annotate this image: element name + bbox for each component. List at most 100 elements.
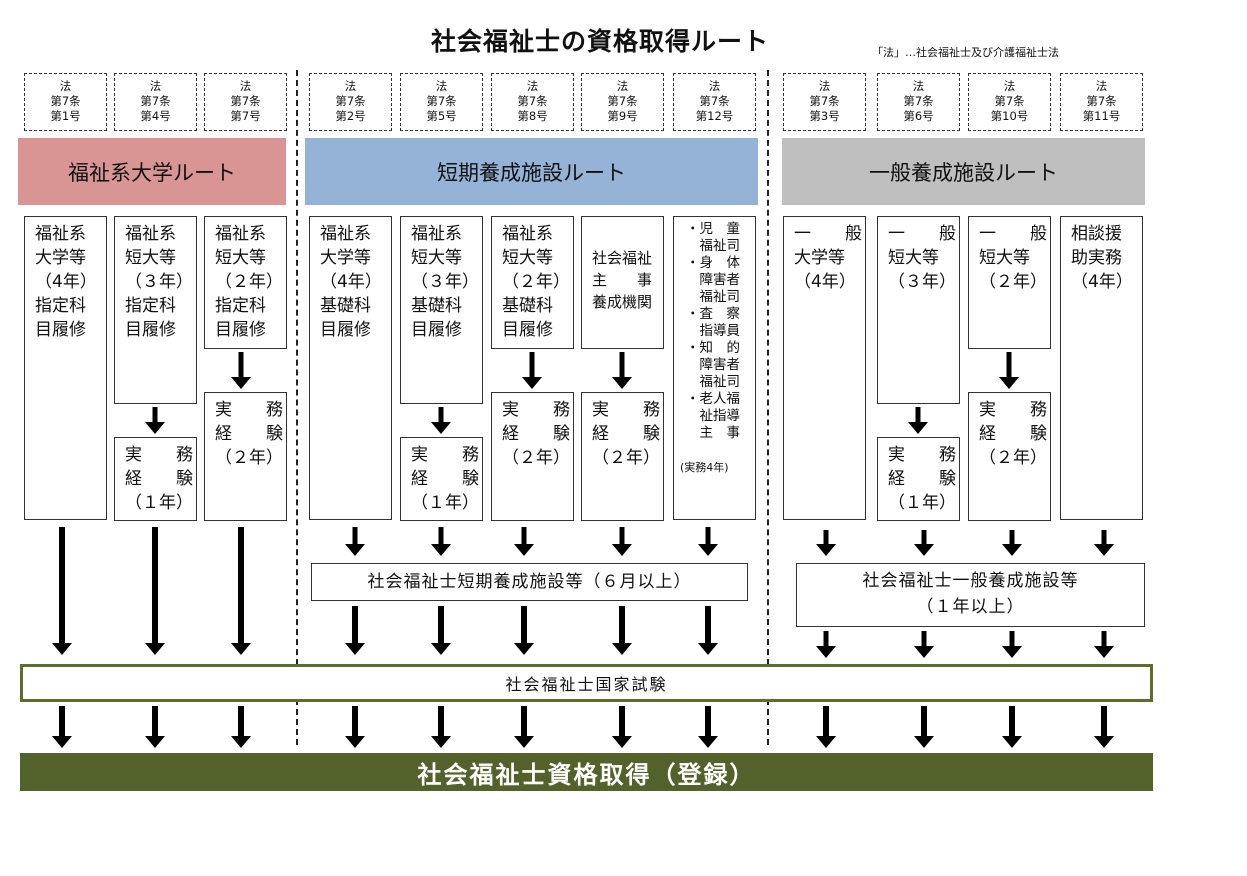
education-line: ・身 体	[686, 255, 740, 271]
education-line: 指定科	[35, 296, 86, 316]
education-line: 指定科	[215, 296, 266, 316]
page-title: 社会福祉士の資格取得ルート	[430, 27, 769, 56]
law-ref-line: 第11号	[1082, 109, 1121, 123]
law-ref-line: 第7条	[517, 94, 548, 108]
experience-line: 経 験	[502, 424, 570, 444]
down-arrow-icon	[612, 352, 632, 389]
education-line: 基礎科	[411, 296, 462, 316]
education-line: ・児 童	[686, 221, 740, 237]
law-ref-line: 法	[59, 79, 72, 93]
education-line: 祉指導	[686, 408, 740, 424]
law-ref-line: 法	[616, 79, 629, 93]
education-line: 一 般	[979, 224, 1047, 244]
education-line: 福祉系	[215, 224, 266, 244]
education-line: 短大等	[888, 248, 939, 268]
education-line: （２年）	[215, 272, 283, 292]
national-exam-label: 社会福祉士国家試験	[505, 675, 668, 694]
law-ref-line: 法	[1003, 79, 1016, 93]
education-line: 福祉系	[35, 224, 86, 244]
short-term-training-box: 社会福祉士短期養成施設等（６月以上）	[311, 563, 748, 601]
qualification-label: 社会福祉士資格取得（登録）	[417, 760, 756, 789]
law-ref-line: 第7条	[1086, 94, 1117, 108]
law-ref-box: 法第7条第4号	[114, 73, 197, 131]
law-ref-box: 法第7条第12号	[673, 73, 756, 131]
experience-line: （２年）	[592, 448, 660, 468]
route-header-short-term: 短期養成施設ルート	[305, 138, 758, 205]
law-ref-box: 法第7条第8号	[491, 73, 574, 131]
education-line: ・査 察	[686, 306, 740, 322]
education-line: 指導員	[686, 323, 740, 339]
education-line: 福祉系	[320, 224, 371, 244]
education-box: 福祉系大学等 （4年） 指定科目履修	[24, 216, 107, 520]
education-line: 大学等	[35, 248, 86, 268]
down-arrow-icon	[145, 527, 165, 655]
education-line: 基礎科	[320, 296, 371, 316]
education-line: 目履修	[35, 320, 86, 340]
down-arrow-icon	[345, 606, 365, 655]
education-line: 短大等	[215, 248, 266, 268]
education-box: 福祉系大学等（4年）基礎科目履修	[309, 216, 392, 520]
down-arrow-icon	[612, 706, 632, 748]
law-ref-line: 第7条	[903, 94, 934, 108]
law-ref-line: 第9号	[607, 109, 638, 123]
education-line: 短大等	[502, 248, 553, 268]
education-line: 一 般	[794, 224, 862, 244]
education-line: 相談援	[1071, 224, 1122, 244]
experience-box-2yr: 実 務経 験（２年）	[204, 392, 287, 521]
education-line: (実務4年)	[680, 461, 729, 474]
down-arrow-icon	[612, 606, 632, 655]
education-line: 短大等	[979, 248, 1030, 268]
down-arrow-icon	[698, 527, 718, 556]
education-line: 社会福祉	[592, 249, 653, 267]
down-arrow-icon	[431, 407, 451, 434]
education-line: 養成機関	[592, 293, 653, 311]
experience-line: （１年）	[888, 493, 956, 513]
education-line: 福祉系	[125, 224, 176, 244]
down-arrow-icon	[231, 706, 251, 748]
education-line: （4年）	[35, 272, 97, 292]
down-arrow-icon	[514, 706, 534, 748]
education-line: 福祉司	[686, 238, 740, 254]
general-training-label: 社会福祉士一般養成施設等	[862, 571, 1079, 591]
experience-box-1yr: 実 務経 験（１年）	[877, 437, 960, 521]
education-line: 目履修	[125, 320, 176, 340]
experience-line: 実 務	[411, 445, 479, 465]
education-line: 助実務	[1071, 248, 1122, 268]
education-line: 福祉系	[502, 224, 553, 244]
experience-line: 経 験	[215, 424, 283, 444]
law-ref-line: 第4号	[140, 109, 171, 123]
education-line: （4年）	[794, 272, 856, 292]
education-line: 基礎科	[502, 296, 553, 316]
down-arrow-icon	[816, 631, 836, 658]
down-arrow-icon	[914, 631, 934, 658]
education-line: 障害者	[686, 272, 740, 288]
education-line: （4年）	[1071, 272, 1133, 292]
route-separator	[767, 70, 769, 745]
experience-line: （１年）	[411, 493, 479, 513]
education-line: 指定科	[125, 296, 176, 316]
education-line: 福祉司	[686, 289, 740, 305]
law-ref-line: 第7条	[607, 94, 638, 108]
law-ref-line: 法	[708, 79, 721, 93]
down-arrow-icon	[231, 352, 251, 389]
law-ref-line: 第7条	[994, 94, 1025, 108]
law-ref-line: 第7条	[426, 94, 457, 108]
law-ref-line: 法	[239, 79, 252, 93]
education-line: 目履修	[215, 320, 266, 340]
experience-line: （２年）	[502, 448, 570, 468]
education-box: ・児 童 福祉司・身 体 障害者 福祉司・査 察 指導員・知 的 障害者 福祉司…	[673, 216, 756, 520]
education-line: ・知 的	[686, 340, 740, 356]
education-line: 福祉系	[411, 224, 462, 244]
experience-line: 実 務	[502, 400, 570, 420]
experience-line: 経 験	[979, 424, 1047, 444]
law-ref-line: 第7条	[230, 94, 261, 108]
law-ref-line: 第7条	[809, 94, 840, 108]
education-line: ・老人福	[686, 391, 740, 407]
education-box: 福祉系短大等（２年）基礎科目履修	[491, 216, 574, 349]
education-box: 相談援助実務 （4年）	[1060, 216, 1143, 520]
law-ref-line: 法	[149, 79, 162, 93]
education-line: （２年）	[502, 272, 570, 292]
down-arrow-icon	[1094, 631, 1114, 658]
education-line: （３年）	[125, 272, 193, 292]
down-arrow-icon	[816, 530, 836, 556]
